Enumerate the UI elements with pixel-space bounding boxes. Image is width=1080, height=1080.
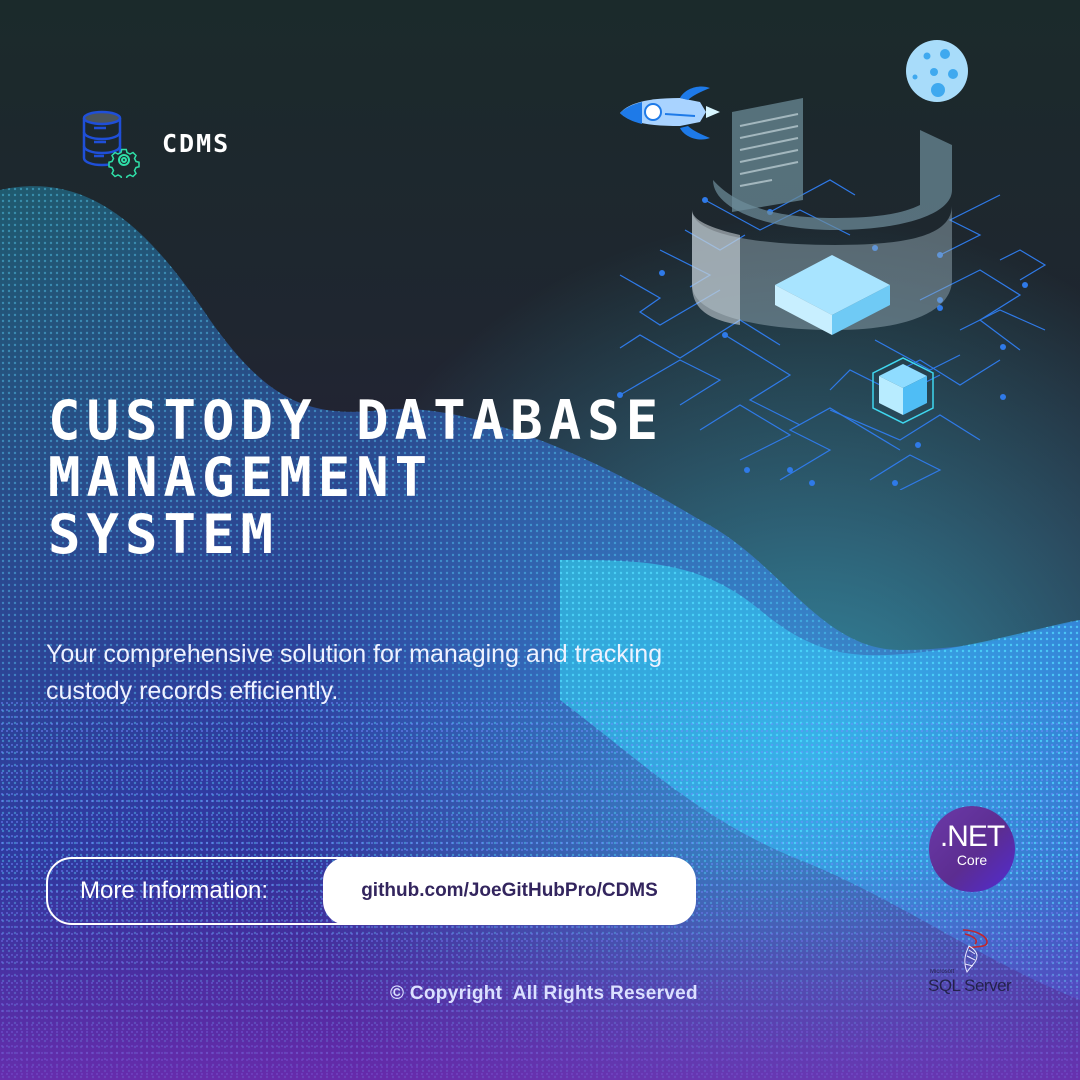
database-gear-icon xyxy=(80,108,144,181)
glowing-platform xyxy=(775,255,890,335)
dotnet-label: .NET xyxy=(939,820,1005,853)
moon-icon xyxy=(906,40,968,102)
brand-logo: CDMS xyxy=(80,108,231,181)
glowing-cube-icon xyxy=(872,357,934,424)
dotnet-core-logo: .NET Core xyxy=(929,806,1015,892)
copyright-notice: © Copyright All Rights Reserved xyxy=(390,983,698,1004)
rocket-icon xyxy=(620,86,720,140)
page-title: CUSTODY DATABASE MANAGEMENT SYSTEM xyxy=(48,392,664,563)
database-illustration xyxy=(600,30,1060,491)
title-line-3: SYSTEM xyxy=(48,503,280,566)
more-info-label: More Information: xyxy=(80,877,269,904)
sql-server-logo: Microsoft SQL Server xyxy=(925,926,1017,998)
brand-name: CDMS xyxy=(162,128,231,158)
sql-server-vendor: Microsoft xyxy=(930,969,955,975)
github-link[interactable]: github.com/JoeGitHubPro/CDMS xyxy=(323,857,696,925)
sql-server-label: SQL Server xyxy=(928,976,1012,995)
document-panel xyxy=(732,98,803,212)
dotnet-core-label: Core xyxy=(956,852,988,868)
title-line-2: MANAGEMENT xyxy=(48,446,434,509)
sql-server-icon xyxy=(962,929,988,974)
tagline: Your comprehensive solution for managing… xyxy=(46,640,663,705)
title-line-1: CUSTODY DATABASE xyxy=(48,389,665,452)
more-info-pill: More Information: github.com/JoeGitHubPr… xyxy=(46,857,696,925)
